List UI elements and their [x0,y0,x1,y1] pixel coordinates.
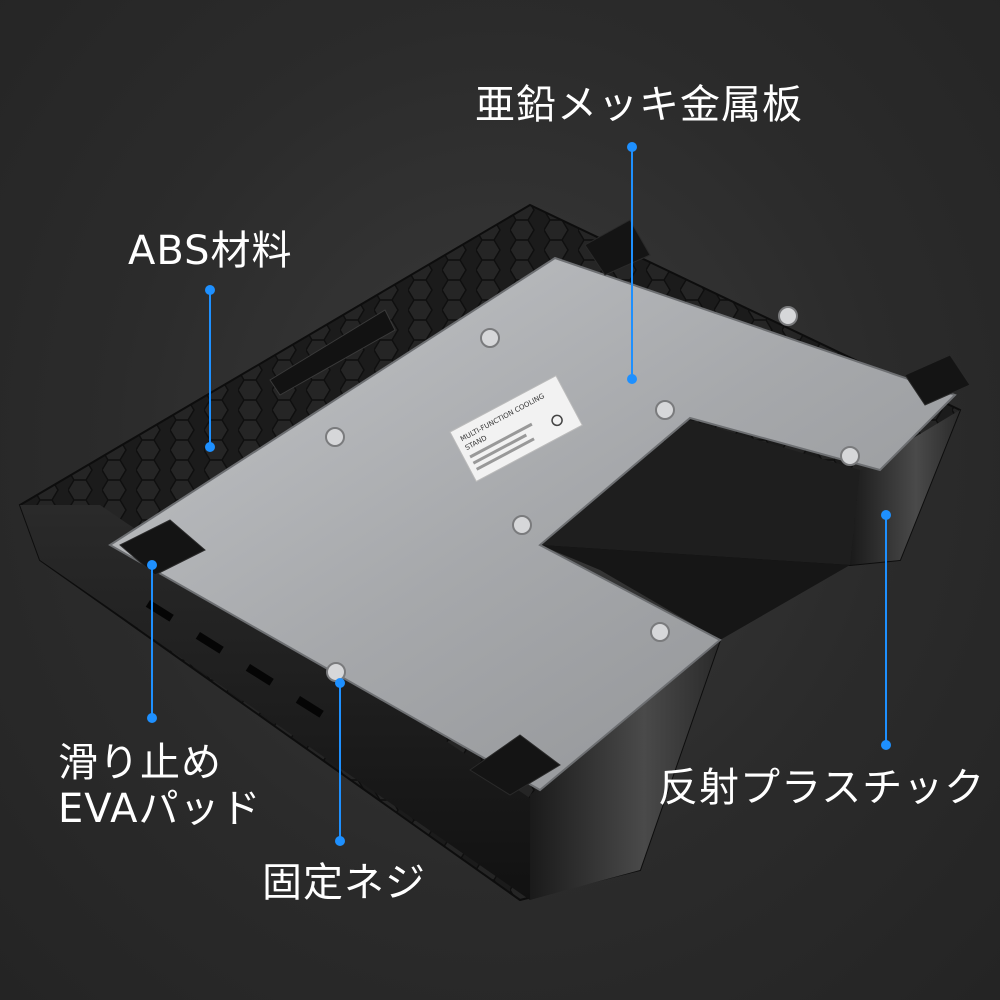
eva-pads [119,219,971,796]
handle-slot [269,309,396,396]
callout-dot [881,740,891,750]
callout-dot [335,836,345,846]
galvanized-metal-plate [108,256,957,792]
notch-floor [540,545,850,640]
callout-line [339,683,341,841]
label-reflective-plastic: 反射プラスチック [658,765,986,811]
callout-dot [147,713,157,723]
label-abs: ABS材料 [128,228,293,274]
screws [325,306,860,682]
callout-dot [205,442,215,452]
callout-dot [627,374,637,384]
notch-wall [540,420,860,565]
callout-line [209,290,211,447]
label-screw: 固定ネジ [262,860,426,906]
callout-line [631,147,633,379]
reflective-plastic [850,410,960,565]
callout-line [885,515,887,745]
callout-line [151,565,153,718]
label-eva-pad: 滑り止め EVAパッド [58,740,262,832]
side-wall-front [530,640,720,900]
label-zinc-plate: 亜鉛メッキ金属板 [475,82,803,128]
